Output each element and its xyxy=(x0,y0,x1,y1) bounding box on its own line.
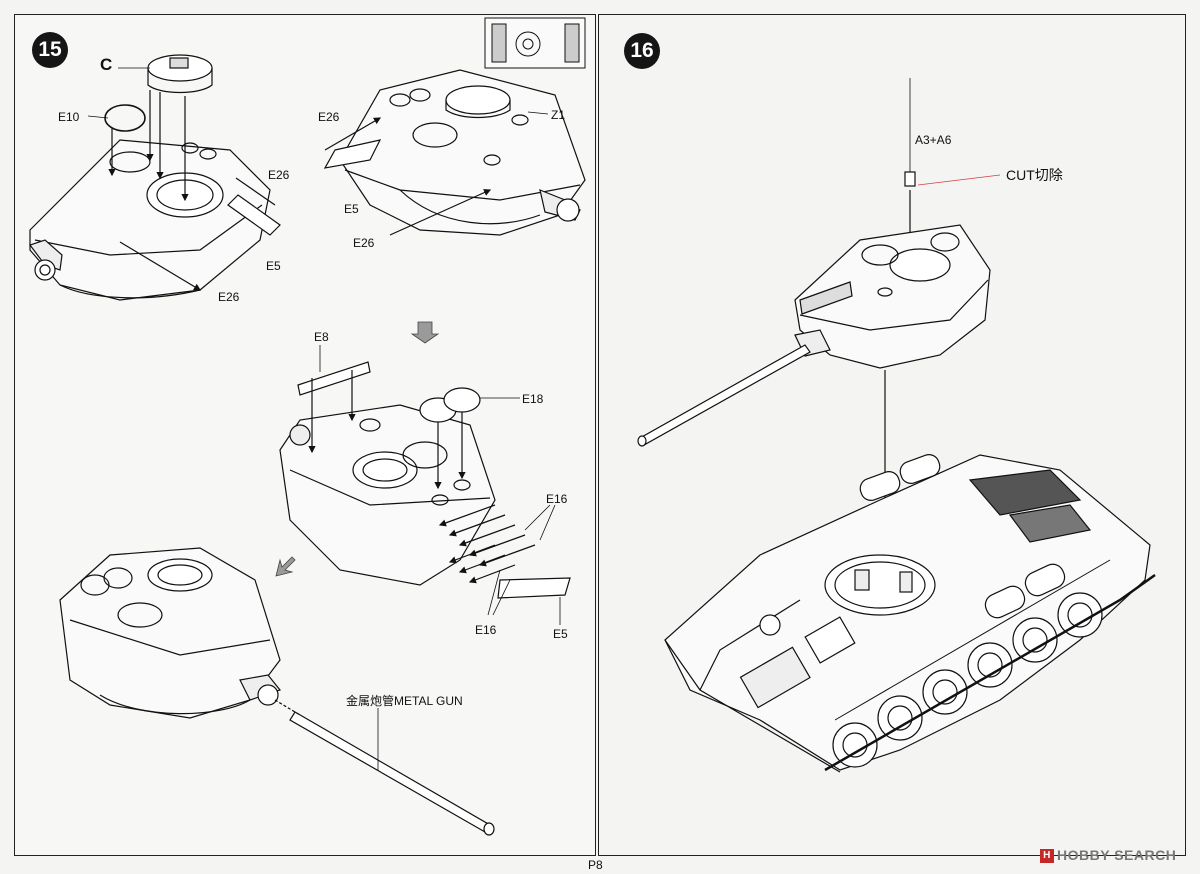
part-label-e18: E18 xyxy=(522,392,544,406)
part-label-e10: E10 xyxy=(58,110,80,124)
step16-hull-drawing xyxy=(664,454,1156,773)
page-number: P8 xyxy=(588,858,603,872)
hull-reference-icon xyxy=(484,17,586,69)
part-label-e16: E16 xyxy=(546,492,568,506)
step-number-badge: 16 xyxy=(624,33,660,69)
part-label-e26: E26 xyxy=(218,290,240,304)
diagonal-arrow-icon xyxy=(275,556,296,577)
part-label-a3-a6: A3+A6 xyxy=(915,133,952,147)
hobby-search-logo: H xyxy=(1040,849,1054,864)
part-label-e5: E5 xyxy=(553,627,568,641)
turret-drawing-2 xyxy=(323,69,586,236)
watermark-text: HOBBY SEARCH xyxy=(1057,847,1177,863)
part-label-e26: E26 xyxy=(268,168,290,182)
turret-drawing-4 xyxy=(59,547,495,836)
cut-instruction-label: CUT切除 xyxy=(1006,167,1063,183)
step-16-panel xyxy=(598,14,1186,856)
step16-turret-drawing xyxy=(637,78,1001,592)
part-label-e26: E26 xyxy=(353,236,375,250)
turret-drawing-3 xyxy=(279,361,571,599)
part-label-c: C xyxy=(100,55,113,74)
part-label-e5: E5 xyxy=(266,259,281,273)
metal-gun-label: 金属炮管METAL GUN xyxy=(346,694,463,708)
part-label-z1: Z1 xyxy=(551,108,566,122)
part-label-e5: E5 xyxy=(344,202,359,216)
part-label-e26: E26 xyxy=(318,110,340,124)
turret-drawing-1 xyxy=(29,54,281,301)
down-arrow-icon xyxy=(410,321,440,344)
step-number-badge: 15 xyxy=(32,32,68,68)
part-label-e16: E16 xyxy=(475,623,497,637)
part-label-e8: E8 xyxy=(314,330,329,344)
